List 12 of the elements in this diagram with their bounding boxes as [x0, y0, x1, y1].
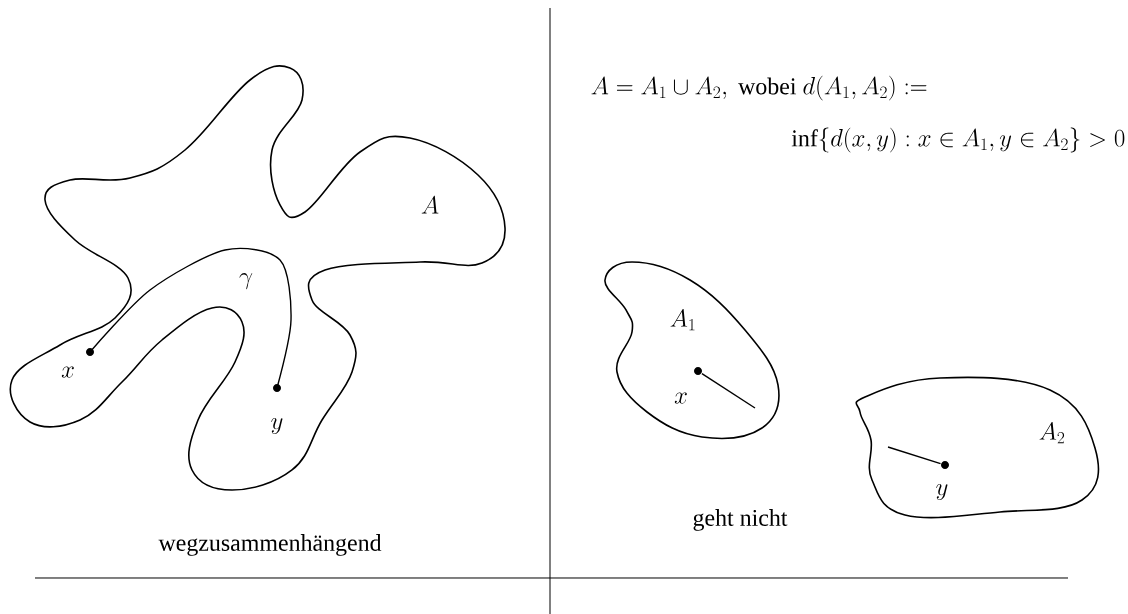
edge-label: $\gamma$ [239, 273, 253, 290]
caption: wegzusammenhängend [158, 534, 382, 556]
point-label: $x$ [61, 366, 74, 378]
point-label: $y$ [936, 484, 948, 500]
formula: $\inf\{d(x, y) : x \in A_1, y \in A_2\} > 0$ [791, 127, 1125, 153]
point-label: $x$ [674, 392, 687, 404]
path-line [887, 446, 942, 465]
path-line [89, 247, 292, 389]
formula: $A = A_1 \cup A_2, \mbox{ wobei } d(A_1, A_2) :=$ [591, 75, 927, 101]
caption: geht nicht [693, 509, 788, 531]
path-line [701, 372, 756, 409]
point-label: $y$ [271, 418, 283, 434]
